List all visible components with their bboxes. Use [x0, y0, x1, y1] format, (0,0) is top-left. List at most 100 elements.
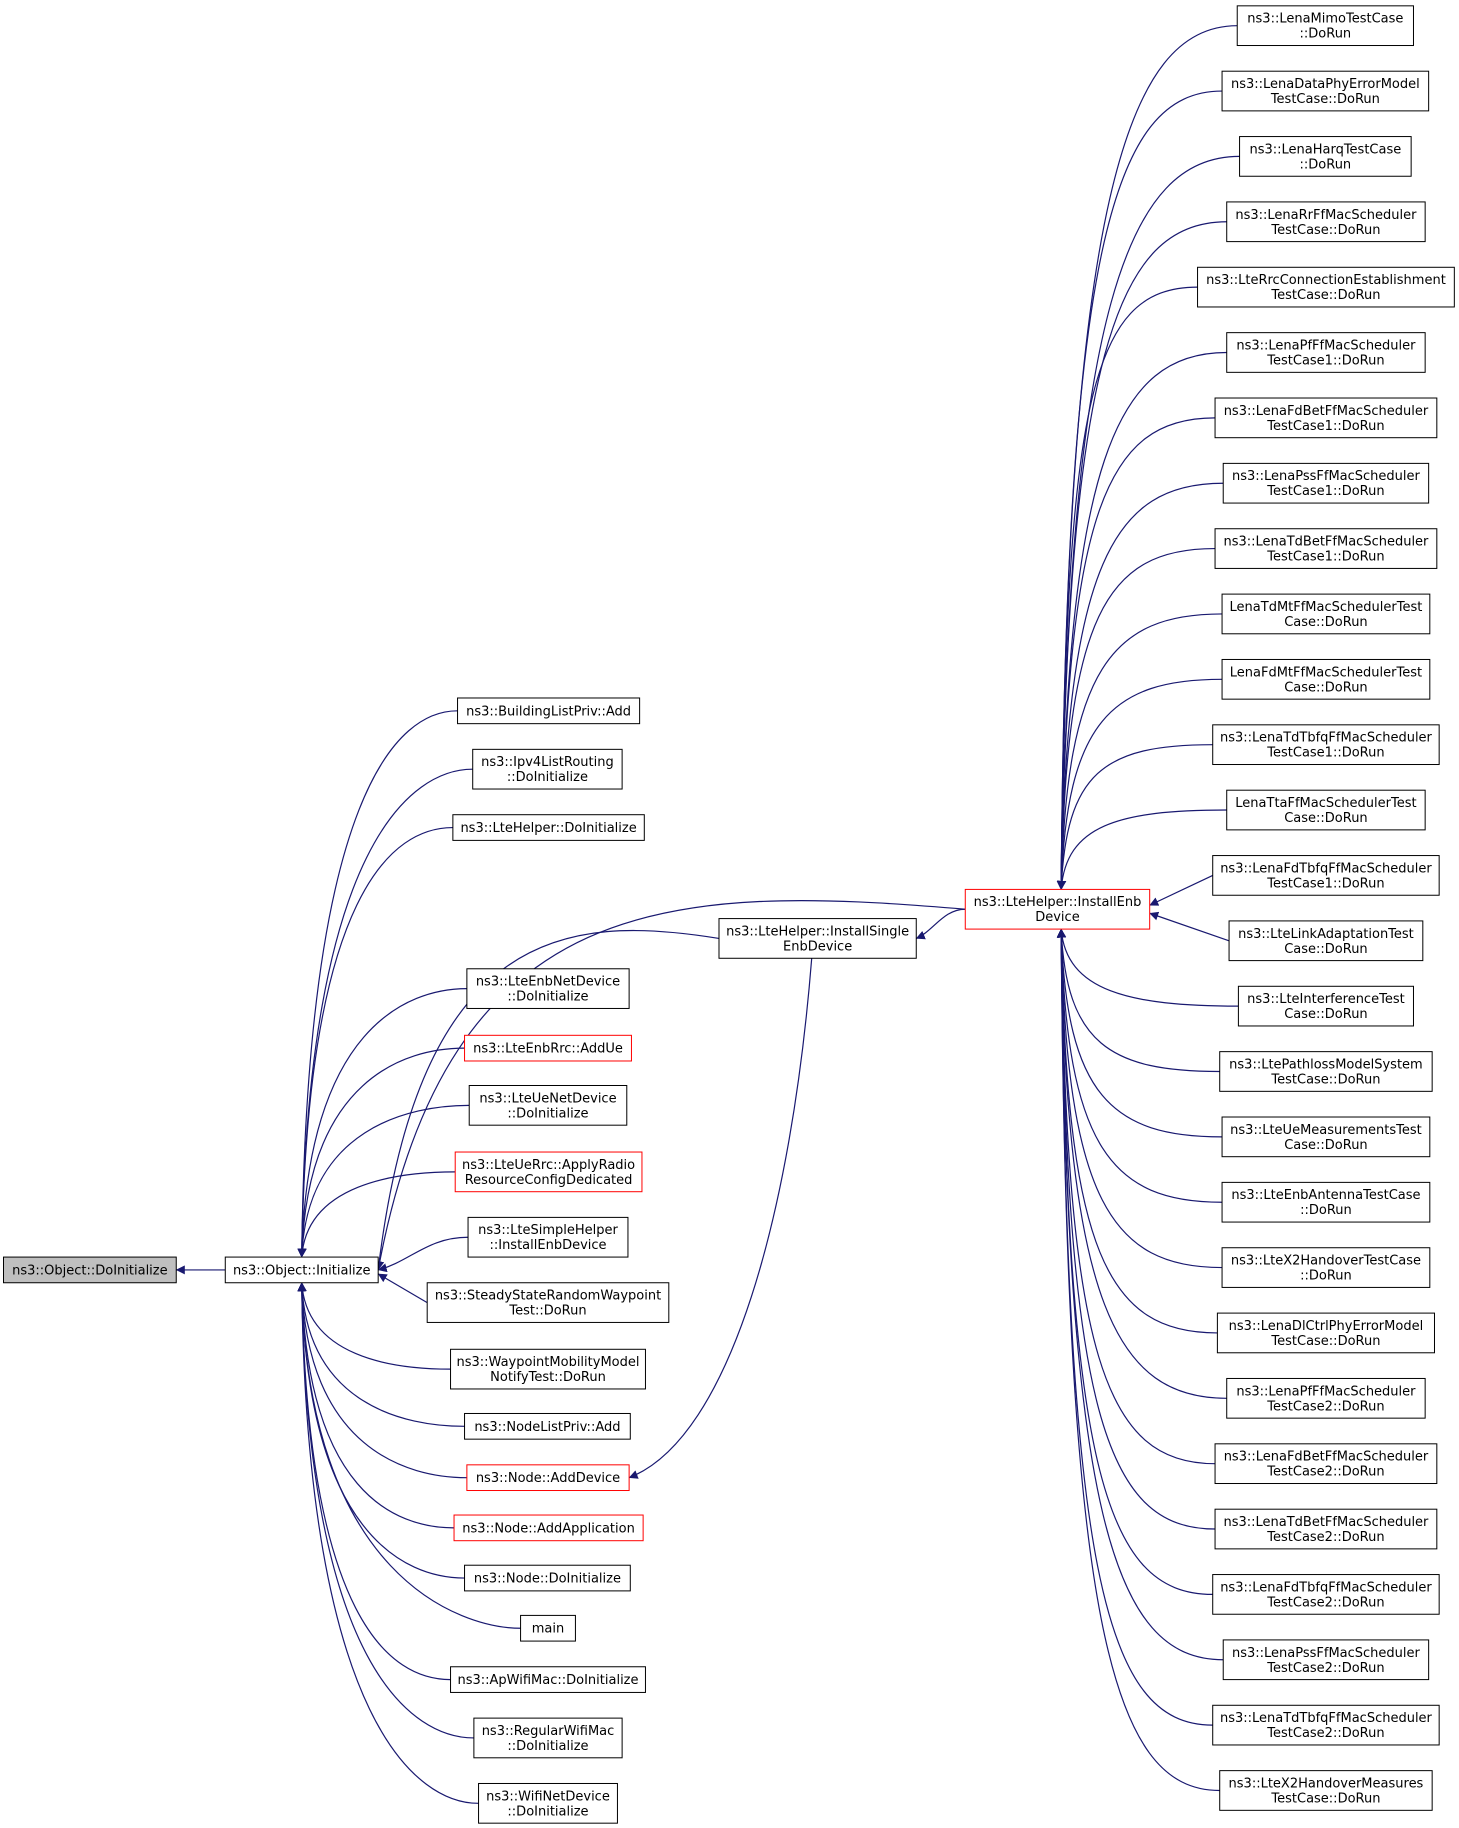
node-n-obj-init[interactable]: ns3::Object::Initialize [224, 1256, 379, 1284]
node-box[interactable] [1214, 1508, 1438, 1550]
node-box[interactable] [1214, 1443, 1438, 1485]
node-box[interactable] [1222, 462, 1430, 504]
node-box[interactable] [1226, 201, 1426, 243]
node-box[interactable] [1221, 658, 1431, 700]
node-r14[interactable]: ns3::LenaFdTbfqFfMacSchedulerTestCase1::… [1212, 855, 1440, 896]
node-box[interactable] [464, 1564, 631, 1592]
node-box[interactable] [1212, 724, 1440, 766]
node-n-steady[interactable]: ns3::SteadyStateRandomWaypointTest::DoRu… [426, 1282, 670, 1323]
node-box[interactable] [464, 1412, 631, 1440]
node-n-apwifimac[interactable]: ns3::ApWifiMac::DoInitialize [450, 1666, 646, 1693]
node-r27[interactable]: ns3::LenaTdTbfqFfMacSchedulerTestCase2::… [1212, 1704, 1440, 1746]
node-n-enbnetdev[interactable]: ns3::LteEnbNetDevice::DoInitialize [466, 968, 630, 1009]
node-box[interactable] [1228, 920, 1424, 962]
node-box[interactable] [1236, 5, 1414, 47]
node-box[interactable] [426, 1282, 670, 1323]
node-box[interactable] [1221, 593, 1431, 635]
node-box[interactable] [466, 1464, 630, 1492]
node-r26[interactable]: ns3::LenaPssFfMacSchedulerTestCase2::DoR… [1222, 1639, 1430, 1681]
node-n-building-add[interactable]: ns3::BuildingListPriv::Add [457, 697, 641, 725]
node-box[interactable] [454, 1151, 643, 1193]
node-n-wifinetdev[interactable]: ns3::WifiNetDevice::DoInitialize [478, 1782, 618, 1824]
node-box[interactable] [1226, 789, 1426, 831]
node-box[interactable] [466, 968, 630, 1009]
node-box[interactable] [453, 1514, 644, 1542]
node-r20[interactable]: ns3::LteX2HandoverTestCase::DoRun [1221, 1247, 1431, 1288]
node-box[interactable] [468, 1084, 628, 1126]
node-box[interactable] [3, 1256, 177, 1284]
node-box[interactable] [450, 1666, 646, 1693]
node-n-obj-doinit[interactable]: ns3::Object::DoInitialize [3, 1256, 177, 1284]
node-n-uenetdev[interactable]: ns3::LteUeNetDevice::DoInitialize [468, 1084, 628, 1126]
node-r21[interactable]: ns3::LenaDlCtrlPhyErrorModelTestCase::Do… [1216, 1312, 1435, 1354]
node-box[interactable] [457, 697, 641, 725]
node-box[interactable] [224, 1256, 379, 1284]
node-r28[interactable]: ns3::LteX2HandoverMeasuresTestCase::DoRu… [1219, 1770, 1433, 1811]
node-box[interactable] [1237, 985, 1414, 1027]
node-box[interactable] [472, 748, 623, 790]
node-box[interactable] [1219, 1051, 1433, 1092]
node-n-ltehelper-doinit[interactable]: ns3::LteHelper::DoInitialize [452, 814, 645, 841]
node-n-main[interactable]: main [520, 1614, 576, 1642]
node-n-node-addapp[interactable]: ns3::Node::AddApplication [453, 1514, 644, 1542]
node-box[interactable] [1197, 266, 1455, 308]
node-box[interactable] [1222, 1639, 1430, 1681]
node-box[interactable] [450, 1348, 646, 1390]
node-box[interactable] [464, 1034, 632, 1062]
node-r03[interactable]: ns3::LenaHarqTestCase::DoRun [1239, 136, 1412, 177]
node-box[interactable] [1212, 1704, 1440, 1746]
node-r08[interactable]: ns3::LenaPssFfMacSchedulerTestCase1::DoR… [1222, 462, 1430, 504]
node-box[interactable] [1219, 1770, 1433, 1811]
node-box[interactable] [1212, 1574, 1440, 1615]
node-box[interactable] [520, 1614, 576, 1642]
node-n-enbrrc-addue[interactable]: ns3::LteEnbRrc::AddUe [464, 1034, 632, 1062]
node-box[interactable] [1212, 855, 1440, 896]
node-n-regularwifimac[interactable]: ns3::RegularWifiMac::DoInitialize [473, 1717, 623, 1759]
node-n-install-enb[interactable]: ns3::LteHelper::InstallEnbDevice [964, 888, 1151, 930]
node-box[interactable] [1214, 528, 1438, 569]
node-r17[interactable]: ns3::LtePathlossModelSystemTestCase::DoR… [1219, 1051, 1433, 1092]
node-r25[interactable]: ns3::LenaFdTbfqFfMacSchedulerTestCase2::… [1212, 1574, 1440, 1615]
node-box[interactable] [1221, 1181, 1431, 1223]
node-n-node-doinit[interactable]: ns3::Node::DoInitialize [464, 1564, 631, 1592]
node-box[interactable] [1221, 1116, 1431, 1158]
node-n-simplehelper[interactable]: ns3::LteSimpleHelper::InstallEnbDevice [467, 1216, 629, 1258]
node-n-nodelist-add[interactable]: ns3::NodeListPriv::Add [464, 1412, 631, 1440]
node-r09[interactable]: ns3::LenaTdBetFfMacSchedulerTestCase1::D… [1214, 528, 1438, 569]
node-r24[interactable]: ns3::LenaTdBetFfMacSchedulerTestCase2::D… [1214, 1508, 1438, 1550]
node-r01[interactable]: ns3::LenaMimoTestCase::DoRun [1236, 5, 1414, 47]
node-box[interactable] [1221, 1247, 1431, 1288]
node-r19[interactable]: ns3::LteEnbAntennaTestCase::DoRun [1221, 1181, 1431, 1223]
node-box[interactable] [478, 1782, 618, 1824]
node-box[interactable] [1214, 397, 1438, 439]
node-box[interactable] [467, 1216, 629, 1258]
node-n-ipv4[interactable]: ns3::Ipv4ListRouting::DoInitialize [472, 748, 623, 790]
node-box[interactable] [718, 918, 917, 959]
node-r02[interactable]: ns3::LenaDataPhyErrorModelTestCase::DoRu… [1221, 70, 1430, 112]
node-box[interactable] [1216, 1312, 1435, 1354]
node-r23[interactable]: ns3::LenaFdBetFfMacSchedulerTestCase2::D… [1214, 1443, 1438, 1485]
node-box[interactable] [1226, 1377, 1426, 1419]
node-box[interactable] [452, 814, 645, 841]
node-n-node-adddevice[interactable]: ns3::Node::AddDevice [466, 1464, 630, 1492]
node-box[interactable] [473, 1717, 623, 1759]
node-r07[interactable]: ns3::LenaFdBetFfMacSchedulerTestCase1::D… [1214, 397, 1438, 439]
node-r12[interactable]: ns3::LenaTdTbfqFfMacSchedulerTestCase1::… [1212, 724, 1440, 766]
node-n-waypoint[interactable]: ns3::WaypointMobilityModelNotifyTest::Do… [450, 1348, 646, 1390]
node-r05[interactable]: ns3::LteRrcConnectionEstablishmentTestCa… [1197, 266, 1455, 308]
node-r06[interactable]: ns3::LenaPfFfMacSchedulerTestCase1::DoRu… [1226, 332, 1426, 373]
node-box[interactable] [1239, 136, 1412, 177]
node-r22[interactable]: ns3::LenaPfFfMacSchedulerTestCase2::DoRu… [1226, 1377, 1426, 1419]
node-box[interactable] [964, 888, 1151, 930]
node-box[interactable] [1221, 70, 1430, 112]
node-n-uerrc-apply[interactable]: ns3::LteUeRrc::ApplyRadioResourceConfigD… [454, 1151, 643, 1193]
node-box[interactable] [1226, 332, 1426, 373]
